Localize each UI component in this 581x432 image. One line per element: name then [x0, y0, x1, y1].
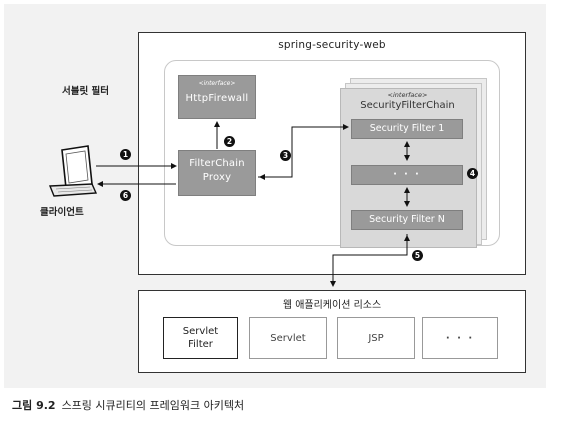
step-badge-3: 3: [280, 150, 291, 161]
security-filter-1: Security Filter 1: [351, 119, 463, 139]
resource-servlet-filter: Servlet Filter: [163, 317, 238, 359]
resource-more: · · ·: [422, 317, 498, 359]
arrow-chain-to-resources: [330, 234, 408, 287]
step-badge-6: 6: [120, 190, 131, 201]
firewall-name: HttpFirewall: [185, 93, 249, 104]
servlet-filter-label: 서블릿 필터: [62, 86, 110, 97]
http-firewall-box: <interface> HttpFirewall: [178, 75, 256, 119]
figure-number: 그림 9.2: [12, 399, 56, 412]
arrow-proxy-to-chain: [258, 124, 349, 178]
step-badge-5: 5: [412, 250, 423, 261]
resource-servlet-filter-line2: Filter: [188, 339, 213, 350]
laptop-icon: [48, 145, 98, 197]
security-filter-n: Security Filter N: [351, 210, 463, 230]
spring-security-web-title: spring-security-web: [278, 39, 386, 51]
firewall-interface-tag: <interface>: [198, 80, 236, 87]
resource-servlet-filter-line1: Servlet: [182, 326, 219, 337]
resource-jsp: JSP: [337, 317, 415, 359]
resource-servlet: Servlet: [249, 317, 327, 359]
figure-caption-text: 스프링 시큐리티의 프레임워크 아키텍처: [61, 399, 245, 412]
proxy-name-line1: FilterChain: [189, 158, 245, 169]
step-badge-1: 1: [120, 149, 131, 160]
figure-caption: 그림 9.2 스프링 시큐리티의 프레임워크 아키텍처: [12, 397, 244, 413]
filter-chain-proxy-box: FilterChain Proxy: [178, 150, 256, 196]
chain-name: SecurityFilterChain: [360, 100, 455, 111]
step-badge-4: 4: [467, 168, 478, 179]
security-filter-ellipsis: · · ·: [351, 165, 463, 185]
chain-interface-tag: <interface>: [387, 91, 428, 99]
proxy-name-line2: Proxy: [202, 172, 232, 183]
client-label: 클라이언트: [40, 207, 84, 218]
web-app-resources-title: 웹 애플리케이션 리소스: [282, 300, 382, 311]
step-badge-2: 2: [224, 136, 235, 147]
